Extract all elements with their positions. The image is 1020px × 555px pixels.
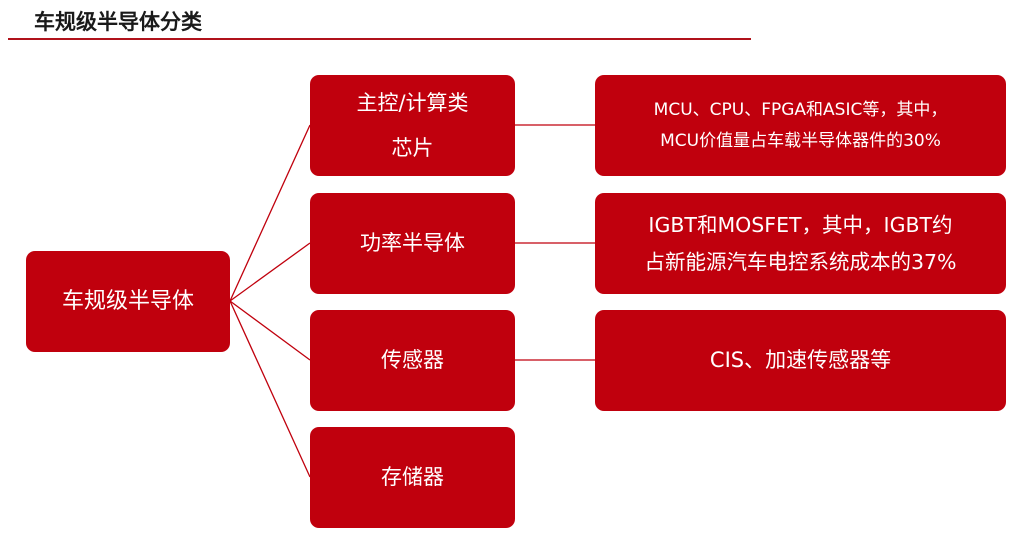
title-divider [8,38,751,40]
description-label: CIS、加速传感器等 [709,348,892,372]
category-power-semiconductor: 功率半导体 [310,193,515,294]
page-title: 车规级半导体分类 [34,10,202,34]
description-main-control: MCU、CPU、FPGA和ASIC等，其中， MCU价值量占车载半导体器件的30… [595,75,1006,176]
description-line1: MCU、CPU、FPGA和ASIC等，其中， [653,99,948,120]
root-node-automotive-semiconductor: 车规级半导体 [26,251,230,352]
category-main-control-chip: 主控/计算类 芯片 [310,75,515,176]
description-line2: 占新能源汽车电控系统成本的37% [644,249,957,274]
category-label: 功率半导体 [360,231,465,255]
description-line2: MCU价值量占车载半导体器件的30% [660,130,941,151]
connector-root-to-memory [229,300,311,478]
category-memory: 存储器 [310,427,515,528]
description-power: IGBT和MOSFET，其中，IGBT约 占新能源汽车电控系统成本的37% [595,193,1006,294]
category-label: 存储器 [381,465,444,489]
category-label: 传感器 [381,348,444,372]
connector-root-to-main-control [229,124,311,302]
category-sensor: 传感器 [310,310,515,411]
connector-root-to-power [229,242,311,302]
category-label-line2: 芯片 [391,135,434,160]
description-line1: IGBT和MOSFET，其中，IGBT约 [648,213,953,237]
root-node-label: 车规级半导体 [61,288,194,314]
connector-root-to-sensor [229,300,311,361]
category-label-line1: 主控/计算类 [356,90,469,115]
description-sensor: CIS、加速传感器等 [595,310,1006,411]
